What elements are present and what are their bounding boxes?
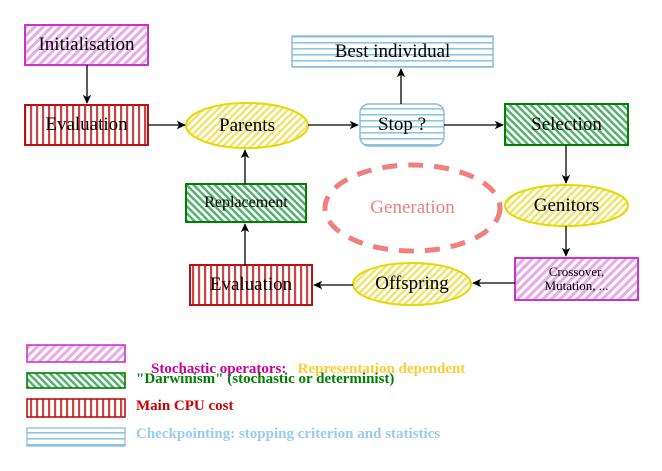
node-crossover-mutation[interactable]	[514, 257, 639, 301]
legend-label-stochastic: Stochastic operators: Representation dep…	[136, 344, 465, 395]
node-generation-boundary	[322, 162, 503, 254]
node-replacement[interactable]	[185, 183, 307, 223]
node-parents[interactable]	[185, 102, 309, 149]
legend-label-cpu: Main CPU cost	[136, 398, 234, 414]
legend-label-darwinism: "Darwinism" (stochastic or determinist)	[136, 371, 395, 387]
legend-label-stochastic-secondary: Representation dependent	[297, 361, 466, 377]
legend-swatch-cpu	[26, 398, 126, 418]
legend-swatch-stochastic	[26, 344, 126, 363]
legend-label-checkpointing: Checkpointing: stopping criterion and st…	[136, 426, 441, 442]
node-best-individual[interactable]	[291, 35, 494, 68]
node-initialisation[interactable]	[24, 24, 149, 66]
node-selection[interactable]	[504, 103, 629, 146]
node-offspring[interactable]	[352, 262, 472, 306]
node-stop[interactable]	[359, 103, 445, 147]
node-genitors[interactable]	[504, 184, 629, 227]
legend-label-stochastic-primary: Stochastic operators:	[151, 361, 287, 377]
legend-swatch-darwinism	[26, 372, 126, 389]
node-evaluation-top[interactable]	[24, 104, 149, 146]
legend-swatch-checkpointing	[26, 427, 126, 447]
node-evaluation-bottom[interactable]	[189, 264, 313, 306]
